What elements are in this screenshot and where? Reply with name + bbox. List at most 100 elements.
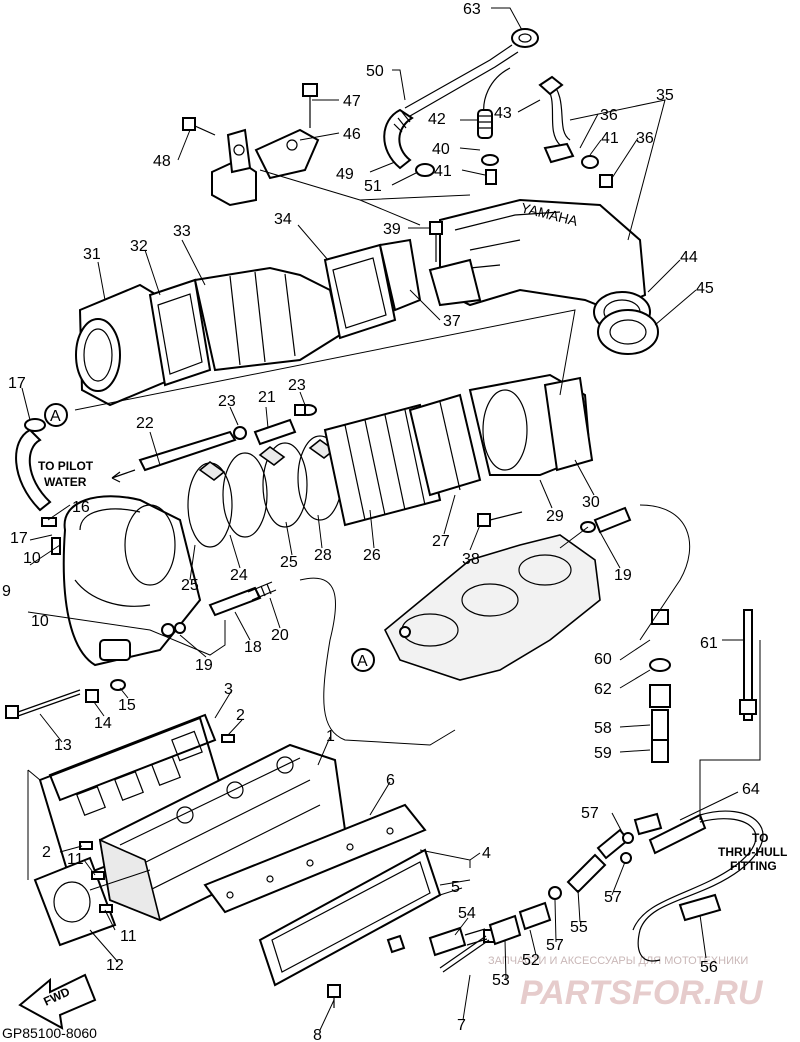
chamber-31 bbox=[75, 283, 172, 407]
part-label: 37 bbox=[443, 313, 461, 330]
svg-text:TO: TO bbox=[752, 831, 768, 845]
bolt-38 bbox=[477, 511, 523, 527]
svg-text:A: A bbox=[50, 408, 61, 425]
pipe-18-20 bbox=[208, 581, 277, 617]
part-label: 59 bbox=[594, 745, 612, 762]
part-label: 2 bbox=[42, 844, 51, 861]
part-label: 19 bbox=[614, 567, 632, 584]
exhaust-manifold-upper: YAMAHA bbox=[428, 198, 647, 312]
part-label: 33 bbox=[173, 223, 191, 240]
part-label: 13 bbox=[54, 737, 72, 754]
part-label: 19 bbox=[195, 657, 213, 674]
hose-cap-63 bbox=[511, 28, 539, 48]
part-label: 36 bbox=[600, 107, 618, 124]
part-label: 36 bbox=[636, 130, 654, 147]
part-label: 35 bbox=[656, 87, 674, 104]
part-labels: 63 50 47 46 48 49 51 42 40 41 43 36 35 4… bbox=[2, 1, 760, 1042]
part-label: 47 bbox=[343, 93, 361, 110]
part-label: 49 bbox=[336, 166, 354, 183]
leader-lines bbox=[21, 7, 745, 1031]
chamber-33 bbox=[193, 266, 342, 372]
part-label: 14 bbox=[94, 715, 112, 732]
part-label: 23 bbox=[288, 377, 306, 394]
ref-marker-a-lower: A bbox=[351, 648, 375, 672]
part-label: 28 bbox=[314, 547, 332, 564]
part-label: 4 bbox=[482, 845, 491, 862]
fwd-arrow: FWD bbox=[18, 973, 97, 1030]
bolts-13-14-15 bbox=[5, 679, 126, 719]
part-label: 7 bbox=[457, 1017, 466, 1034]
exhaust-manifold-1 bbox=[98, 743, 347, 922]
fittings-58-62 bbox=[649, 609, 671, 763]
pilot-water-note: TO PILOT WATER bbox=[38, 459, 136, 489]
part-label: 52 bbox=[522, 952, 540, 969]
bolt-48 bbox=[182, 117, 216, 136]
part-label: 6 bbox=[386, 772, 395, 789]
bolt-47 bbox=[302, 83, 318, 128]
fitting-19-right bbox=[580, 506, 632, 534]
part-label: 11 bbox=[120, 928, 137, 945]
hose-50 bbox=[383, 44, 519, 170]
part-label: 51 bbox=[364, 178, 382, 195]
part-label: 57 bbox=[581, 805, 599, 822]
ref-marker-a-upper: A bbox=[44, 403, 68, 427]
part-label: 1 bbox=[326, 728, 335, 745]
water-lock-9 bbox=[62, 495, 202, 667]
part-label: 26 bbox=[363, 547, 381, 564]
part-label: 56 bbox=[700, 959, 718, 976]
clamp-51-41 bbox=[415, 142, 613, 188]
part-label: 34 bbox=[274, 211, 292, 228]
svg-text:A: A bbox=[357, 653, 368, 670]
part-label: 25 bbox=[181, 577, 199, 594]
gasket-32 bbox=[148, 278, 212, 387]
bracket-46 bbox=[211, 128, 320, 207]
gasket-44-45 bbox=[593, 291, 659, 355]
part-label: 30 bbox=[582, 494, 600, 511]
gasket-34-37 bbox=[323, 238, 422, 340]
part-label: 45 bbox=[696, 280, 714, 297]
part-label: 11 bbox=[67, 851, 84, 868]
part-label: 17 bbox=[8, 375, 26, 392]
hose-64-56 bbox=[632, 810, 764, 962]
part-label: 3 bbox=[224, 681, 233, 698]
hose-43 bbox=[483, 67, 571, 146]
hose-27 bbox=[408, 393, 482, 497]
part-label: 48 bbox=[153, 153, 171, 170]
part-label: 46 bbox=[343, 126, 361, 143]
part-label: 54 bbox=[458, 905, 476, 922]
part-label: 60 bbox=[594, 651, 612, 668]
part-label: 9 bbox=[2, 583, 11, 600]
fitting-21-23 bbox=[233, 404, 317, 446]
part-label: 38 bbox=[462, 551, 480, 568]
part-label: 10 bbox=[23, 550, 41, 567]
part-label: 57 bbox=[546, 937, 564, 954]
part-label: 24 bbox=[230, 567, 248, 584]
part-label: 31 bbox=[83, 246, 101, 263]
part-label: 41 bbox=[601, 130, 619, 147]
svg-text:WATER: WATER bbox=[44, 475, 87, 489]
part-label: 40 bbox=[432, 141, 450, 158]
part-label: 42 bbox=[428, 111, 446, 128]
part-label: 2 bbox=[236, 707, 245, 724]
svg-text:THRU-HULL: THRU-HULL bbox=[718, 845, 787, 859]
assembly-outlines bbox=[27, 99, 761, 891]
clamps-24-25-28 bbox=[187, 435, 343, 548]
hose-26 bbox=[323, 403, 442, 527]
hose-16 bbox=[15, 428, 52, 512]
part-label: 55 bbox=[570, 919, 588, 936]
part-label: 15 bbox=[118, 697, 136, 714]
part-label: 23 bbox=[218, 393, 236, 410]
svg-text:TO PILOT: TO PILOT bbox=[38, 459, 94, 473]
part-label: 39 bbox=[383, 221, 401, 238]
part-label: 17 bbox=[10, 530, 28, 547]
water-fittings-52-57 bbox=[386, 812, 707, 957]
part-label: 57 bbox=[604, 889, 622, 906]
part-label: 8 bbox=[313, 1027, 322, 1042]
part-label: 12 bbox=[106, 957, 124, 974]
watermark-tagline: ЗАПЧАСТИ И АКСЕССУАРЫ ДЛЯ МОТОТЕХНИКИ bbox=[488, 955, 748, 967]
part-label: 21 bbox=[258, 389, 276, 406]
gasket-3 bbox=[38, 713, 232, 882]
part-label: 27 bbox=[432, 533, 450, 550]
diagram-code: GP85100-8060 bbox=[2, 1025, 97, 1041]
